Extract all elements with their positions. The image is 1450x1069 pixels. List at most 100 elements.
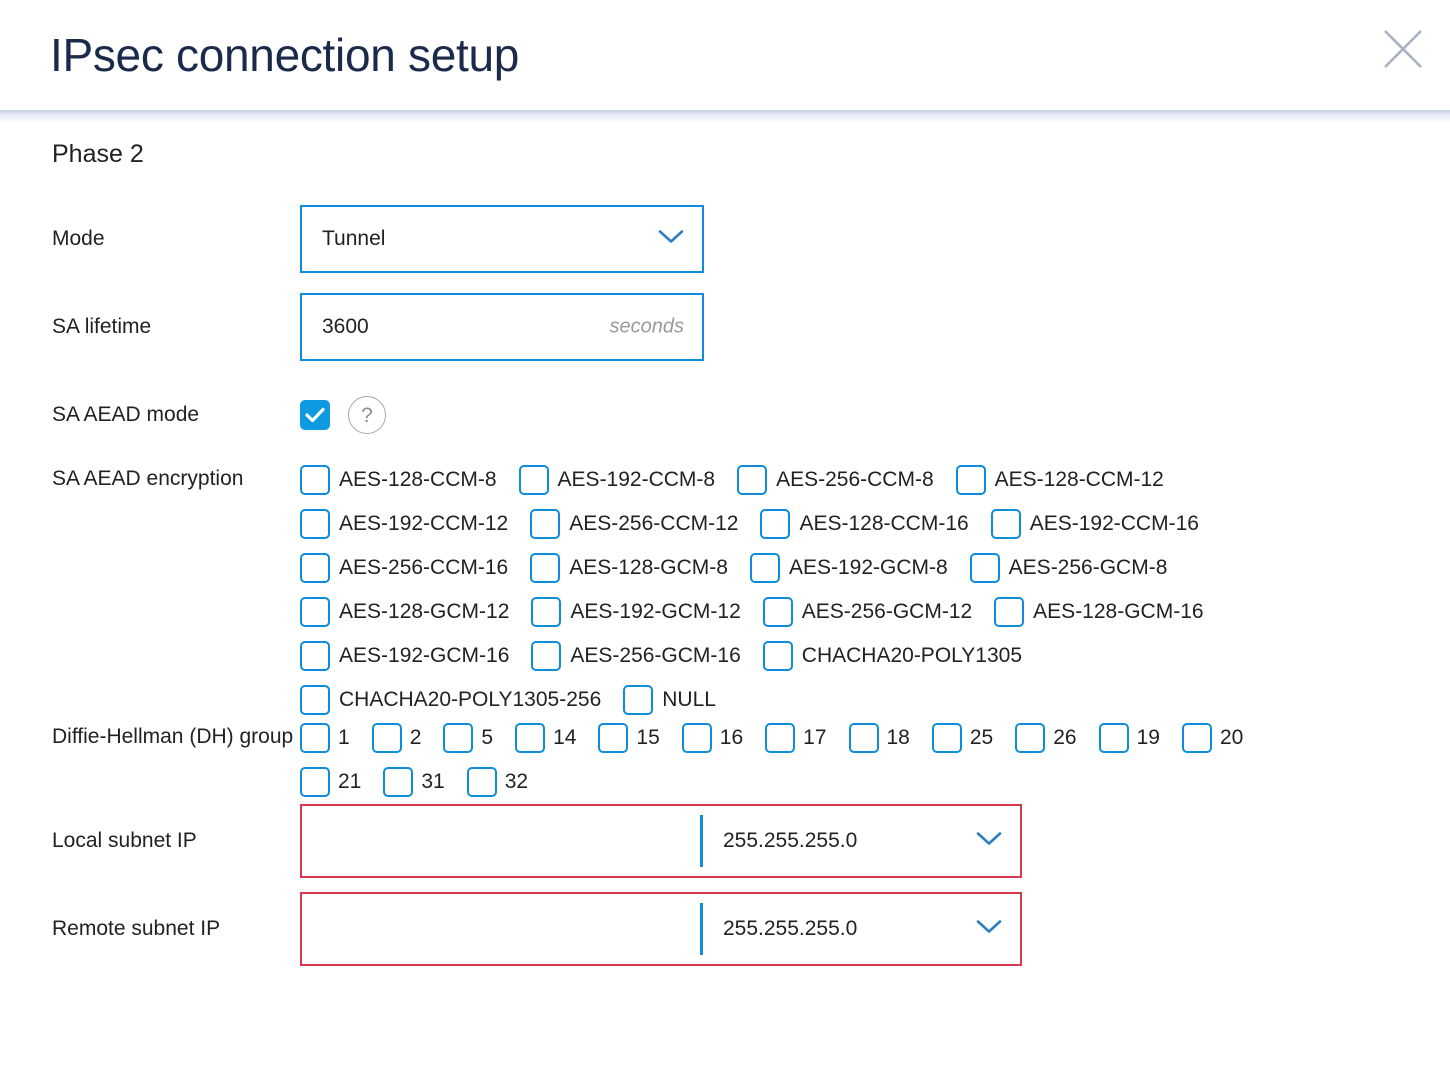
sa-lifetime-input[interactable]: 3600 seconds [300, 293, 704, 361]
dh-group-item[interactable]: 5 [443, 723, 493, 753]
sa-aead-encryption-item[interactable]: AES-256-CCM-16 [300, 553, 508, 583]
dh-group-checkbox[interactable] [598, 723, 629, 753]
dh-group-item[interactable]: 32 [466, 767, 528, 797]
dh-group-item[interactable]: 1 [300, 723, 350, 753]
dh-group-item[interactable]: 15 [598, 723, 660, 753]
dh-group-item[interactable]: 17 [765, 723, 827, 753]
form-row-local-subnet: Local subnet IP 255.255.255.0 [0, 797, 1450, 885]
dh-group-item[interactable]: 2 [371, 723, 421, 753]
help-icon[interactable]: ? [348, 396, 386, 434]
sa-aead-encryption-item[interactable]: AES-128-CCM-12 [955, 465, 1164, 495]
sa-aead-encryption-checkbox[interactable] [994, 597, 1025, 627]
label-sa-lifetime: SA lifetime [52, 315, 152, 338]
local-subnet-mask-select[interactable]: 255.255.255.0 [700, 806, 1020, 876]
control-remote-subnet: 255.255.255.0 [300, 892, 1450, 966]
close-icon[interactable] [1374, 20, 1432, 78]
dh-group-checkbox[interactable] [1098, 723, 1129, 753]
dh-group-checkbox[interactable] [443, 723, 474, 753]
sa-aead-encryption-item[interactable]: CHACHA20-POLY1305 [762, 641, 1022, 671]
dh-group-label: 26 [1053, 726, 1077, 749]
dh-group-label: 5 [481, 726, 494, 749]
sa-aead-encryption-label: AES-128-GCM-12 [339, 600, 510, 623]
remote-subnet-input[interactable] [302, 894, 700, 964]
local-subnet-input[interactable] [302, 806, 700, 876]
sa-aead-encryption-item[interactable]: AES-192-CCM-12 [300, 509, 508, 539]
sa-aead-encryption-checkbox[interactable] [518, 465, 549, 495]
dh-group-checkbox[interactable] [1181, 723, 1212, 753]
sa-aead-encryption-checkbox[interactable] [990, 509, 1021, 539]
dh-group-checkbox[interactable] [300, 723, 330, 753]
sa-aead-encryption-item[interactable]: AES-192-CCM-8 [518, 465, 716, 495]
sa-aead-encryption-item[interactable]: AES-128-CCM-8 [300, 465, 497, 495]
header-divider-shadow [0, 110, 1450, 124]
sa-aead-encryption-checkbox[interactable] [760, 509, 791, 539]
sa-aead-encryption-item[interactable]: AES-128-GCM-8 [530, 553, 728, 583]
sa-aead-encryption-checkbox[interactable] [300, 597, 330, 627]
sa-aead-encryption-checkbox[interactable] [749, 553, 780, 583]
control-sa-aead-mode: ? [300, 396, 1450, 434]
sa-aead-encryption-item[interactable]: AES-256-GCM-16 [531, 641, 741, 671]
dh-group-checkbox[interactable] [383, 767, 414, 797]
sa-aead-encryption-checkbox[interactable] [955, 465, 986, 495]
sa-aead-encryption-checkbox[interactable] [300, 553, 330, 583]
sa-aead-encryption-item[interactable]: AES-256-CCM-12 [530, 509, 738, 539]
dh-group-item[interactable]: 16 [681, 723, 743, 753]
sa-aead-encryption-checkbox[interactable] [969, 553, 1000, 583]
sa-aead-encryption-item[interactable]: AES-128-GCM-12 [300, 597, 509, 627]
dh-group-checkbox[interactable] [300, 767, 330, 797]
sa-aead-encryption-item[interactable]: AES-192-GCM-16 [300, 641, 509, 671]
sa-aead-encryption-item[interactable]: AES-128-CCM-16 [760, 509, 969, 539]
dh-group-label: 25 [969, 726, 994, 749]
dh-group-checkbox[interactable] [1015, 723, 1046, 753]
sa-aead-encryption-label: AES-256-CCM-12 [569, 512, 739, 535]
control-mode: Tunnel [300, 205, 1450, 273]
sa-aead-encryption-item[interactable]: AES-256-GCM-8 [969, 553, 1167, 583]
sa-aead-mode-checkbox[interactable] [300, 400, 330, 430]
sa-aead-encryption-label: AES-128-GCM-8 [569, 556, 728, 579]
sa-aead-encryption-checkbox[interactable] [530, 509, 561, 539]
dh-group-checkbox[interactable] [765, 723, 796, 753]
sa-aead-encryption-item[interactable]: NULL [623, 685, 716, 715]
sa-aead-encryption-label: AES-192-CCM-8 [557, 468, 716, 491]
sa-aead-encryption-checkbox[interactable] [762, 597, 793, 627]
sa-aead-encryption-label: AES-192-GCM-16 [339, 644, 510, 667]
dh-group-item[interactable]: 26 [1015, 723, 1077, 753]
dh-group-checkbox[interactable] [466, 767, 497, 797]
sa-aead-encryption-checkbox[interactable] [762, 641, 793, 671]
dh-group-checkbox[interactable] [848, 723, 879, 753]
sa-aead-encryption-item[interactable]: AES-192-GCM-12 [531, 597, 741, 627]
sa-aead-encryption-checkbox[interactable] [531, 597, 562, 627]
sa-aead-encryption-checkbox[interactable] [623, 685, 654, 715]
label-local-subnet: Local subnet IP [52, 829, 197, 852]
sa-aead-encryption-item[interactable]: CHACHA20-POLY1305-256 [300, 685, 601, 715]
sa-aead-encryption-checkbox[interactable] [300, 641, 330, 671]
sa-aead-encryption-checkbox[interactable] [737, 465, 768, 495]
dh-group-item[interactable]: 18 [848, 723, 910, 753]
chevron-down-icon [976, 919, 1002, 940]
sa-aead-encryption-item[interactable]: AES-192-GCM-8 [749, 553, 948, 583]
sa-aead-encryption-item[interactable]: AES-128-GCM-16 [994, 597, 1204, 627]
mode-select[interactable]: Tunnel [300, 205, 704, 273]
sa-aead-encryption-label: AES-128-CCM-12 [994, 468, 1164, 491]
sa-aead-encryption-checkbox[interactable] [530, 553, 561, 583]
sa-aead-encryption-checkbox[interactable] [300, 465, 330, 495]
dh-group-item[interactable]: 19 [1098, 723, 1160, 753]
dh-group-item[interactable]: 31 [383, 767, 445, 797]
dh-group-checkbox[interactable] [515, 723, 546, 753]
sa-aead-encryption-label: AES-192-CCM-16 [1029, 512, 1199, 535]
sa-aead-encryption-item[interactable]: AES-256-CCM-8 [737, 465, 934, 495]
sa-aead-encryption-checkbox[interactable] [300, 685, 330, 715]
dh-group-checkbox[interactable] [681, 723, 712, 753]
sa-aead-encryption-item[interactable]: AES-192-CCM-16 [990, 509, 1199, 539]
dh-group-checkbox[interactable] [931, 723, 962, 753]
sa-aead-encryption-checkbox[interactable] [531, 641, 562, 671]
sa-aead-encryption-item[interactable]: AES-256-GCM-12 [762, 597, 972, 627]
dh-group-item[interactable]: 20 [1181, 723, 1243, 753]
dh-group-item[interactable]: 21 [300, 767, 361, 797]
dh-group-item[interactable]: 25 [931, 723, 994, 753]
dh-group-item[interactable]: 14 [515, 723, 576, 753]
remote-subnet-mask-select[interactable]: 255.255.255.0 [700, 894, 1020, 964]
sa-aead-encryption-checkbox[interactable] [300, 509, 330, 539]
dh-group-checkbox[interactable] [371, 723, 402, 753]
